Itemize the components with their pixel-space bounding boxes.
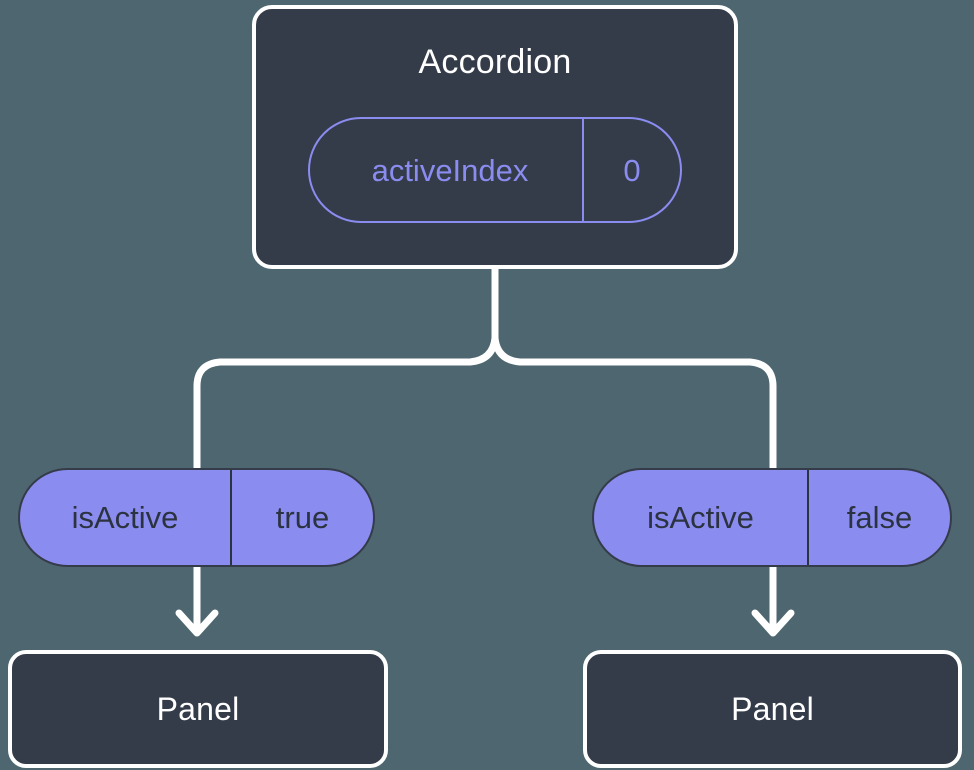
prop-pill-isactive-false-key: isActive (647, 500, 754, 535)
edge-arrow-left-head (175, 609, 219, 637)
panel-node-right-title: Panel (731, 690, 814, 727)
prop-pill-activeindex-value: 0 (623, 152, 641, 188)
prop-pill-activeindex[interactable]: activeIndex 0 (308, 117, 682, 223)
accordion-node-title: Accordion (418, 43, 572, 81)
prop-pill-isactive-true[interactable]: isActive true (18, 468, 375, 567)
prop-pill-isactive-true-value: true (230, 470, 373, 565)
prop-pill-isactive-false[interactable]: isActive false (592, 468, 952, 567)
edge-brace-right (491, 334, 777, 472)
panel-node-left-title: Panel (156, 690, 240, 727)
panel-node-left[interactable]: Panel (8, 650, 388, 768)
panel-node-right[interactable]: Panel (583, 650, 962, 768)
edge-brace-left (193, 334, 499, 472)
prop-pill-activeindex-key: activeIndex (310, 119, 584, 221)
edge-arrow-right-head (751, 609, 795, 637)
prop-pill-isactive-true-key: isActive (71, 500, 179, 535)
prop-pill-isactive-false-value: false (807, 470, 950, 565)
